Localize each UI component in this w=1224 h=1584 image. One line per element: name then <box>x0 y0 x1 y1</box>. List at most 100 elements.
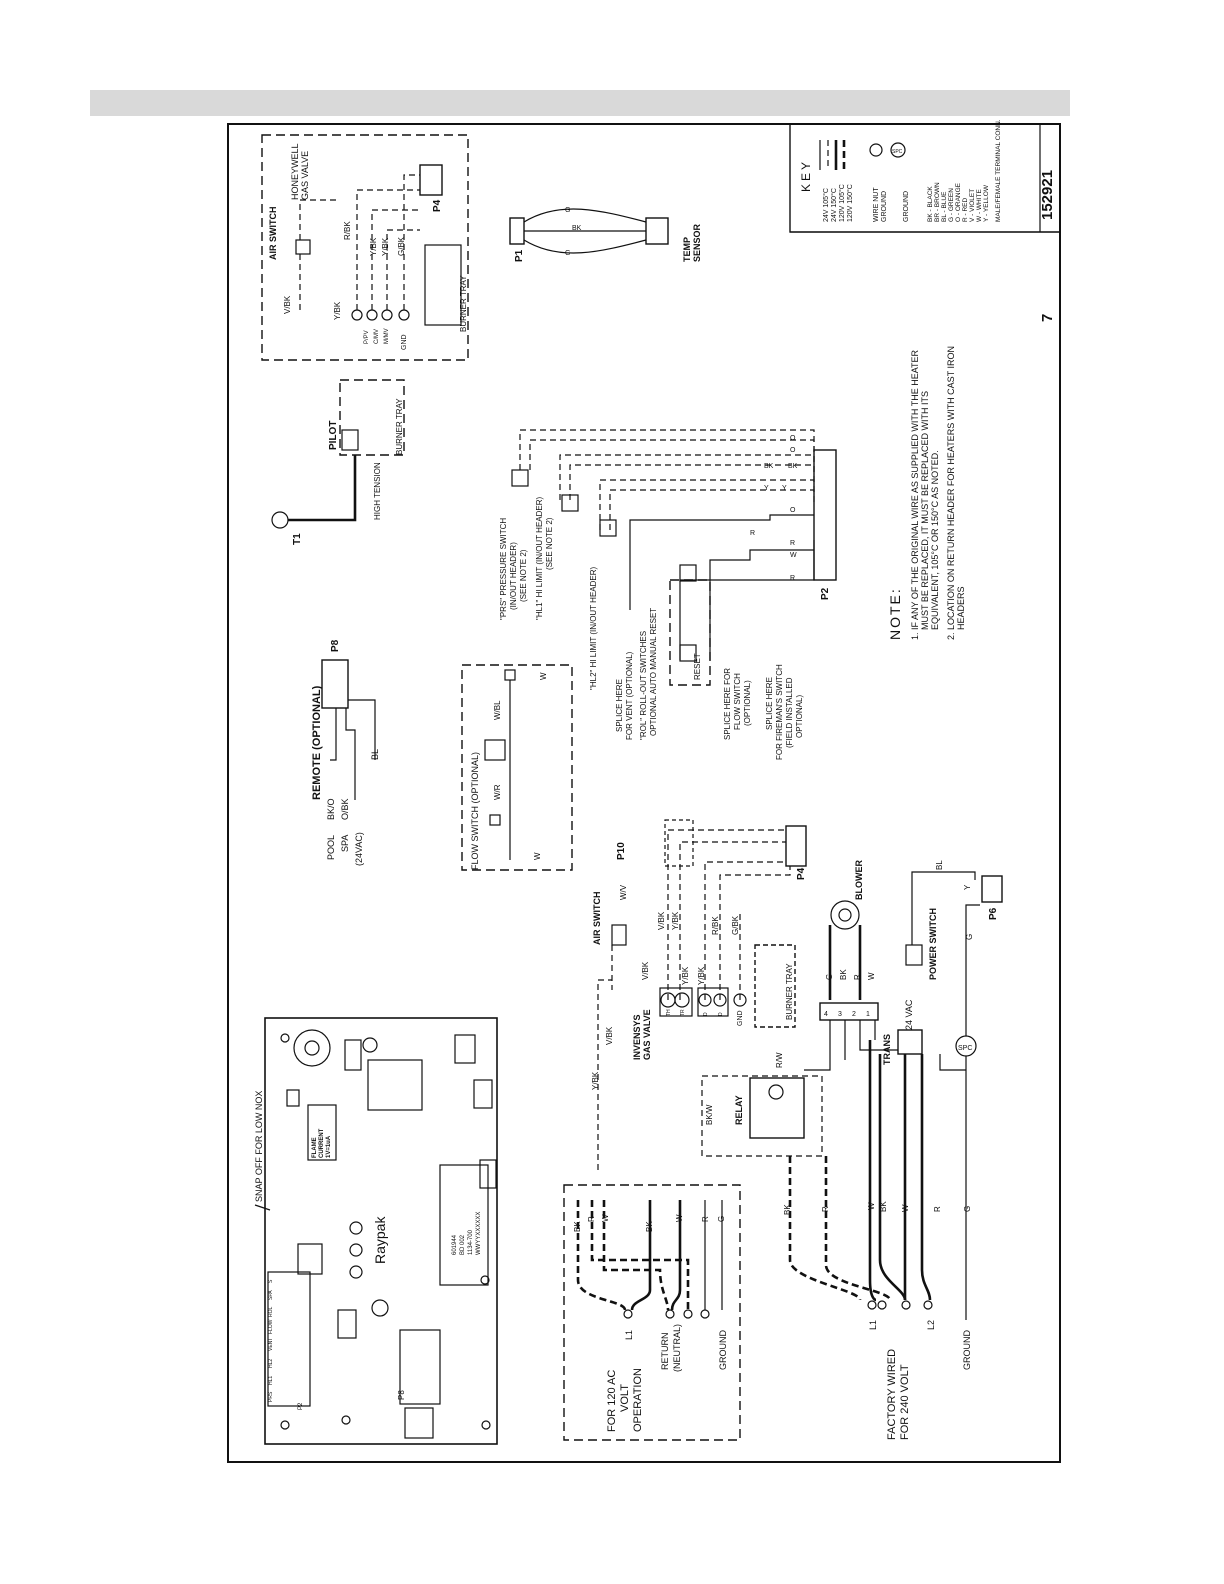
remote-spa: SPA <box>340 835 350 852</box>
sc-wire-o2: O <box>790 447 796 454</box>
ac120-return: RETURN <box>660 1333 670 1371</box>
ac120-wire-5: W <box>675 1214 684 1222</box>
hw-terminal-gnd: GND <box>401 334 408 350</box>
ac240-wire-w1: W <box>867 1202 876 1210</box>
pilot-t1: T1 <box>292 533 303 545</box>
inv-wire-3: Y/BK <box>671 911 680 930</box>
ac120-title-1: FOR 120 AC <box>606 1370 618 1432</box>
spc-label: SPC <box>958 1045 972 1052</box>
board-hdr-3: HL2 <box>268 1359 274 1368</box>
board-hdr-4: VENT <box>268 1338 274 1351</box>
remote-wire-1: BK/O <box>326 798 336 820</box>
remote-pool: POOL <box>326 835 336 860</box>
key-color-bk: BK - BLACK <box>927 186 934 222</box>
blower-wire-g: G <box>825 974 834 980</box>
board-hdr-2: HL1 <box>268 1376 274 1385</box>
splice-flow-3: (OPTIONAL) <box>743 680 752 726</box>
ts-wire-bk: BK <box>572 225 582 232</box>
pilot-burner-tray: BURNER TRAY <box>395 398 404 455</box>
key-color-g: G - GREEN <box>948 188 955 222</box>
power-wire-g: G <box>965 934 974 940</box>
board-p8: P8 <box>397 1390 406 1400</box>
sc-wire-bk1: BK <box>764 463 774 470</box>
drawing-number: 152921 <box>1039 170 1056 220</box>
sc-wire-y2: Y <box>782 485 787 492</box>
temp-sensor-label: TEMP <box>682 237 692 262</box>
ac120-wire-4: BK <box>645 1221 654 1232</box>
rol-reset: RESET <box>693 653 702 680</box>
hl1-label: "HL1" HI LIMIT (IN/OUT HEADER) <box>535 496 544 620</box>
ac240-l1: L1 <box>868 1320 878 1330</box>
key-line-4: 120V 150°C <box>846 184 854 222</box>
ts-wire-g1: G <box>565 207 570 214</box>
power-wire-y: Y <box>963 884 972 890</box>
inv-wire-7: V/BK <box>641 961 650 980</box>
ac240-l2: L2 <box>926 1320 936 1330</box>
board-flame-1: FLAME <box>312 1137 318 1158</box>
hw-wire-2: Y/BK <box>333 301 342 320</box>
splice-vent-2: FOR VENT (OPTIONAL) <box>625 651 634 740</box>
honeywell-gas-valve-section: HONEYWELL GAS VALVE AIR SWITCH BURNER TR… <box>261 134 469 361</box>
splice-fire-3: (FIELD INSTALLED <box>785 677 794 748</box>
flow-switch-title: FLOW SWITCH (OPTIONAL) <box>470 752 480 870</box>
flow-wire-1: W <box>533 852 542 860</box>
honeywell-title: HONEYWELL <box>290 143 300 200</box>
key-color-w: W - WHITE <box>976 188 983 222</box>
ac240-wire-r: R <box>821 1206 830 1212</box>
key-block: KEY 24V 105°C 24V 150°C 120V 105°C 120V … <box>789 119 1061 322</box>
ac120-wire-6: R <box>701 1216 710 1222</box>
blower-label: BLOWER <box>854 860 864 900</box>
honeywell-burner-tray: BURNER TRAY <box>459 275 468 332</box>
blower-wire-bk: BK <box>839 969 848 980</box>
invensys-title: INVENSYS <box>632 1014 642 1060</box>
key-color-y: Y - YELLOW <box>983 184 990 222</box>
prs-sub2: (SEE NOTE 2) <box>519 549 528 602</box>
invensys-air-switch: AIR SWITCH <box>592 892 602 946</box>
inv-terminal-tr: TR <box>680 1009 686 1016</box>
honeywell-air-switch: AIR SWITCH <box>268 207 278 261</box>
key-symbol-3: GROUND <box>903 191 910 222</box>
prs-label: "PRS" PRESSURE SWITCH <box>499 518 508 620</box>
sc-wire-r1: R <box>750 530 755 537</box>
hw-wire-4: Y/BK <box>369 237 378 256</box>
diagram-border <box>227 123 1061 1463</box>
inv-wire-4: Y/BK <box>697 966 706 985</box>
notes-title: NOTE: <box>887 587 903 640</box>
pilot-high-tension: HIGH TENSION <box>373 462 382 520</box>
ac240-title-2: FOR 240 VOLT <box>899 1364 911 1440</box>
power-section: TRANS 24 VAC RELAY BK/W R/W SPC POWER SW… <box>701 860 1003 1302</box>
invensys-section: AIR SWITCH INVENSYS GAS VALVE P10 P4 BUR… <box>591 819 807 1170</box>
inv-wire-2: V/BK <box>657 911 666 930</box>
safety-p2: P2 <box>820 587 831 600</box>
flow-wire-4: W <box>539 672 548 680</box>
inv-terminal-gnd: GND <box>737 1010 744 1026</box>
inv-wire-1: W/V <box>619 884 628 900</box>
board-hdr-1: PRS <box>268 1391 274 1402</box>
flow-wire-3: W/BL <box>493 700 502 720</box>
rol-options: OPTIONAL AUTO MANUAL RESET <box>649 608 658 736</box>
sheet-number: 7 <box>1039 314 1056 322</box>
control-board: PRS HL1 HL2 VENT FLOW ROL SPA S FLAME CU… <box>254 1017 498 1445</box>
key-title: KEY <box>799 159 813 192</box>
key-line-3: 120V 105°C <box>838 184 846 222</box>
hl1-sub: (SEE NOTE 2) <box>545 517 554 570</box>
blower-pin-3: 3 <box>838 1011 842 1018</box>
board-snap-off: SNAP OFF FOR LOW NOX <box>254 1091 264 1202</box>
invensys-p4: P4 <box>796 867 807 880</box>
key-color-br: BR - BROWN <box>934 182 941 222</box>
rol-label: "ROL" ROLL-OUT SWITCHES <box>639 631 648 740</box>
sc-wire-o1: O <box>790 435 796 442</box>
key-color-v: V - VIOLET <box>969 189 976 222</box>
board-hdr-5: FLOW <box>268 1319 274 1334</box>
ac120-neutral: (NEUTRAL) <box>672 1324 682 1372</box>
inv-wire-10: V/BK <box>605 1026 614 1045</box>
note-1-line-1: 1. IF ANY OF THE ORIGINAL WIRE AS SUPPLI… <box>910 349 920 640</box>
note-2-line-2: HEADERS <box>956 586 966 630</box>
hw-wire-1: V/BK <box>283 295 292 314</box>
sc-wire-w: W <box>790 552 797 559</box>
board-label-2: BD 002 <box>460 1234 466 1255</box>
board-flame-3: 1V=1uA <box>326 1135 332 1158</box>
remote-p8: P8 <box>330 639 341 652</box>
remote-wire-3: BL <box>370 749 380 760</box>
ac120-l1: L1 <box>624 1330 634 1340</box>
